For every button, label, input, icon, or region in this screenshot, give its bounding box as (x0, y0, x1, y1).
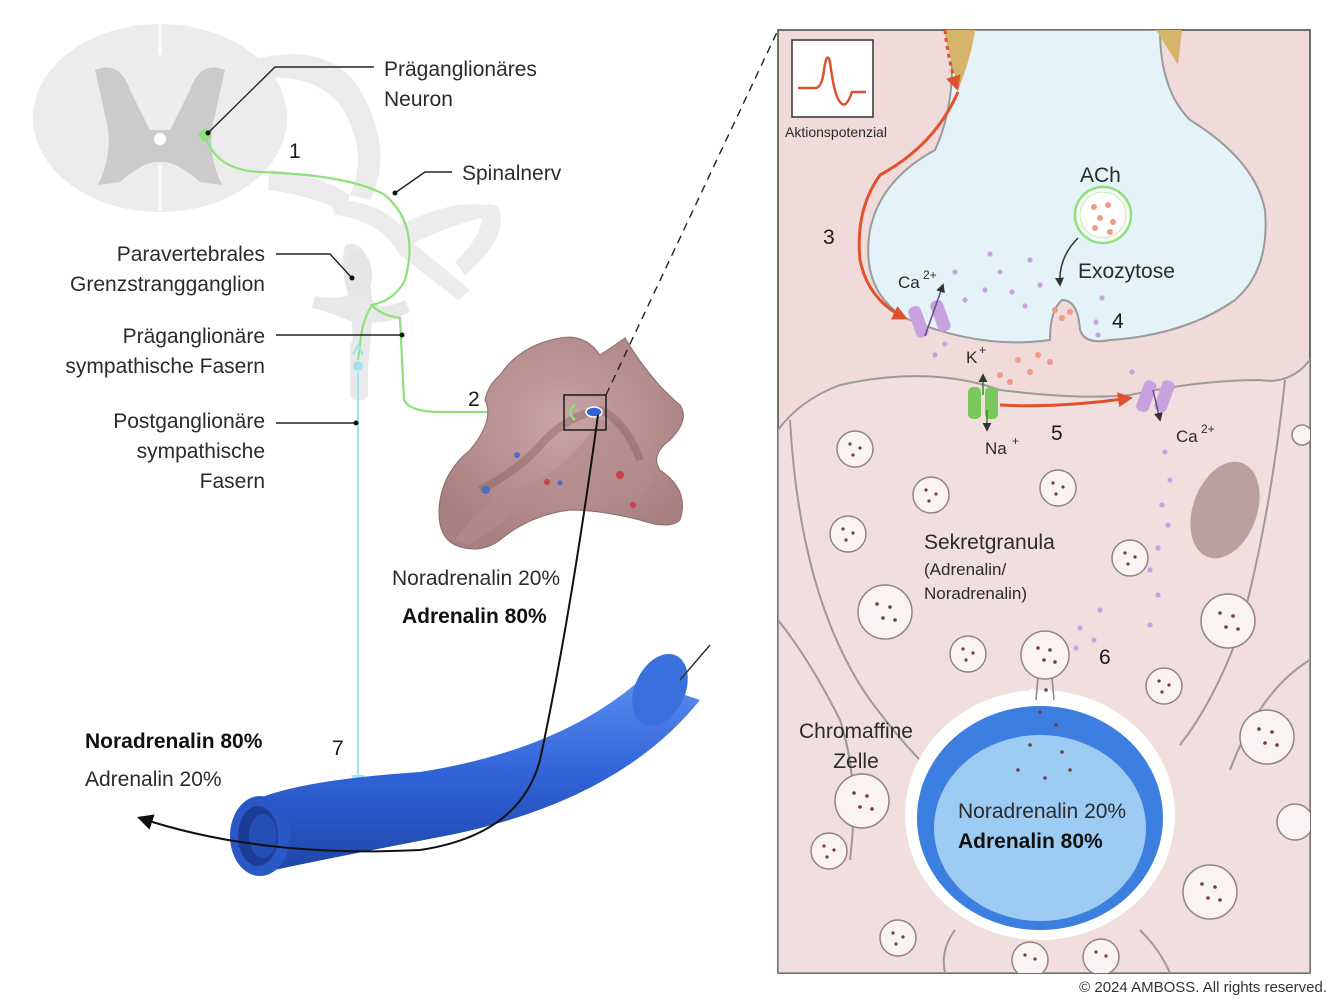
label-paravertebral-1: Paravertebrales (117, 243, 265, 266)
label-exocytosis: Exozytose (1078, 260, 1175, 283)
spinal-cord (33, 24, 501, 400)
label-postganglionic-fibers-3: Fasern (200, 470, 265, 493)
vessel-adrenalin: Adrenalin 80% (958, 830, 1103, 853)
label-preganglionic-fibers-2: sympathische Fasern (65, 355, 265, 378)
adrenal-adrenalin: Adrenalin 80% (402, 605, 547, 628)
step-2: 2 (468, 388, 480, 411)
step-6: 6 (1099, 646, 1111, 669)
label-na: Na (985, 439, 1007, 458)
k-na-channel (968, 373, 998, 432)
step-3: 3 (823, 226, 835, 249)
label-na-charge: + (1012, 434, 1019, 448)
action-potential-icon (791, 39, 874, 118)
step-5: 5 (1051, 422, 1063, 445)
label-preganglionic-neuron-1: Präganglionäres (384, 58, 537, 81)
label-secretory-granules-1: Sekretgranula (924, 531, 1055, 554)
label-ca-presynaptic-charge: 2+ (923, 268, 937, 282)
label-k: K (966, 348, 978, 367)
blood-noradrenalin: Noradrenalin 80% (85, 730, 263, 753)
step-4: 4 (1112, 310, 1124, 333)
secretory-granules (810, 424, 1310, 973)
label-ca-chromaffin-charge: 2+ (1201, 422, 1215, 436)
label-paravertebral-2: Grenzstrangganglion (70, 273, 265, 296)
step-1: 1 (289, 140, 301, 163)
blood-vessel (230, 644, 711, 876)
vessel-noradrenalin: Noradrenalin 20% (958, 800, 1126, 823)
label-preganglionic-neuron-2: Neuron (384, 88, 453, 111)
label-chromaffin-cell-2: Zelle (833, 750, 879, 773)
blood-adrenalin: Adrenalin 20% (85, 768, 222, 791)
label-ca-presynaptic: Ca (898, 273, 920, 292)
zoom-box (563, 394, 607, 431)
label-secretory-granules-2: (Adrenalin/ (924, 560, 1006, 579)
leader-lines (207, 66, 452, 424)
label-chromaffin-cell-1: Chromaffine (799, 720, 913, 743)
label-secretory-granules-3: Noradrenalin) (924, 584, 1027, 603)
ca-channel-presynaptic (908, 283, 951, 358)
zoom-dashed-line (605, 29, 779, 396)
label-postganglionic-fibers-1: Postganglionäre (113, 410, 265, 433)
label-ca-chromaffin: Ca (1176, 427, 1198, 446)
adrenal-noradrenalin: Noradrenalin 20% (392, 567, 560, 590)
label-postganglionic-fibers-2: sympathische (137, 440, 265, 463)
ca-channel-chromaffin (1129, 369, 1175, 422)
circulation-arrow (136, 414, 599, 853)
copyright-notice: © 2024 AMBOSS. All rights reserved. (1079, 979, 1327, 996)
label-k-charge: + (979, 343, 986, 357)
label-action-potential: Aktionspotenzial (785, 124, 887, 140)
step-7: 7 (332, 737, 344, 760)
adrenal-gland (438, 336, 684, 550)
zoom-panel (777, 29, 1311, 974)
label-spinal-nerve: Spinalnerv (462, 162, 562, 185)
label-ach: ACh (1080, 164, 1121, 187)
label-preganglionic-fibers-1: Präganglionäre (123, 325, 265, 348)
